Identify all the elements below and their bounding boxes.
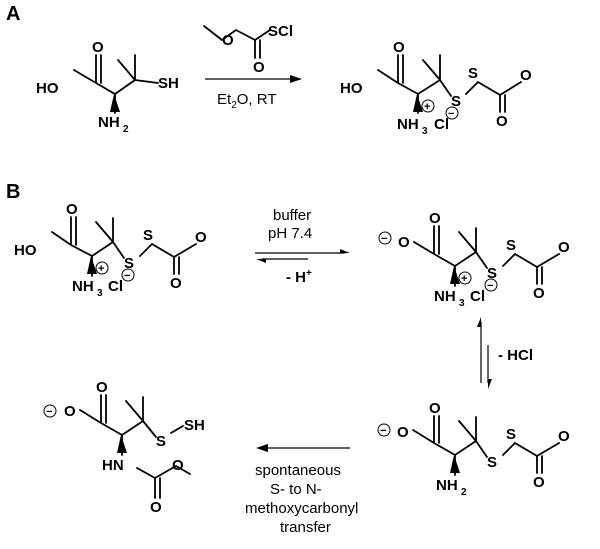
atom-s: S <box>506 426 516 443</box>
atom-s: S <box>468 65 478 82</box>
atom-s: S <box>124 255 134 272</box>
structure-b4: O − O S SH HN O O <box>43 379 205 516</box>
structure-b3: O − O S S O O NH 2 <box>377 400 570 498</box>
atom-nh3-sub: 3 <box>97 288 103 299</box>
atom-s: S <box>451 93 461 110</box>
svg-text:−: − <box>448 108 454 120</box>
atom-nh: NH <box>397 116 419 133</box>
atom-s: S <box>487 454 497 471</box>
atom-o: O <box>429 210 441 227</box>
atom-cl: Cl <box>108 278 123 295</box>
atom-scl: SCl <box>268 23 293 40</box>
condition-buffer: buffer <box>273 207 311 224</box>
atom-nh: NH <box>434 288 456 305</box>
atom-o: O <box>64 403 76 420</box>
minus-charge: − <box>484 278 498 292</box>
svg-text:−: − <box>46 406 52 418</box>
minus-charge: − <box>377 423 391 437</box>
atom-hn: HN <box>102 457 124 474</box>
atom-o: O <box>520 67 532 84</box>
atom-o: O <box>253 59 265 76</box>
atom-o: O <box>195 229 207 246</box>
svg-text:−: − <box>381 233 387 245</box>
condition-transfer: transfer <box>280 519 331 536</box>
atom-o: O <box>96 379 108 396</box>
condition-spontaneous: spontaneous <box>255 462 341 479</box>
atom-sh: SH <box>158 75 179 92</box>
atom-nh3-sub: 3 <box>459 298 465 309</box>
atom-o: O <box>533 474 545 491</box>
atom-cl: Cl <box>470 288 485 305</box>
atom-s: S <box>143 227 153 244</box>
atom-o: O <box>429 400 441 417</box>
atom-o: O <box>397 424 409 441</box>
atom-o: O <box>66 201 78 218</box>
atom-o: O <box>393 39 405 56</box>
condition-ph: pH 7.4 <box>268 225 312 242</box>
svg-text:−: − <box>124 270 130 282</box>
solvent-label: Et2O, RT <box>217 91 276 111</box>
atom-ho: HO <box>340 80 363 97</box>
plus-charge: + <box>421 99 435 113</box>
equilibrium-arrow-horizontal <box>255 249 350 263</box>
structure-b2: O − O S S O O NH 3 Cl + − <box>378 210 570 309</box>
minus-charge: − <box>378 231 392 245</box>
atom-o: O <box>222 32 234 49</box>
atom-nh2-sub: 2 <box>461 487 467 498</box>
atom-sh: SH <box>184 417 205 434</box>
condition-s-to-n: S- to N- <box>270 481 322 498</box>
atom-o: O <box>496 113 508 130</box>
svg-text:+: + <box>424 101 430 113</box>
atom-ho: HO <box>36 80 59 97</box>
svg-text:−: − <box>380 425 386 437</box>
atom-o: O <box>558 428 570 445</box>
atom-o: O <box>398 234 410 251</box>
atom-o: O <box>150 499 162 516</box>
atom-nh: NH <box>72 278 94 295</box>
condition-methoxycarbonyl: methoxycarbonyl <box>245 500 358 517</box>
atom-s: S <box>156 433 166 450</box>
minus-charge: − <box>121 268 135 282</box>
atom-nh: NH <box>98 114 120 131</box>
minus-charge: − <box>445 106 459 120</box>
atom-o: O <box>92 39 104 56</box>
atom-nh: NH <box>436 477 458 494</box>
condition-minus-hcl: - HCl <box>498 347 533 364</box>
condition-minus-h: - H+ <box>286 268 312 286</box>
atom-o: O <box>172 457 184 474</box>
atom-o: O <box>170 275 182 292</box>
svg-text:+: + <box>98 263 104 275</box>
svg-text:−: − <box>487 280 493 292</box>
atom-cl: Cl <box>434 116 449 133</box>
minus-charge: − <box>43 404 57 418</box>
atom-ho: HO <box>14 242 37 259</box>
panel-label-a: A <box>6 3 20 25</box>
forward-arrow-b <box>256 444 350 452</box>
penicillamine-structure: HO O SH NH 2 <box>36 39 179 135</box>
reagent-structure: O O SCl <box>203 23 293 76</box>
atom-o: O <box>558 239 570 256</box>
atom-s: S <box>506 237 516 254</box>
product-a-structure: HO O S S O O NH 3 Cl + − <box>340 39 532 137</box>
plus-charge: + <box>95 261 109 275</box>
atom-o: O <box>533 285 545 302</box>
atom-s: S <box>487 265 497 282</box>
forward-arrow-a <box>205 75 302 83</box>
structure-b1: HO O S S O O NH 3 Cl + − <box>14 201 207 299</box>
svg-text:+: + <box>461 273 467 285</box>
equilibrium-arrow-vertical <box>477 317 492 389</box>
panel-label-b: B <box>6 181 20 203</box>
plus-charge: + <box>458 271 472 285</box>
atom-nh2-sub: 2 <box>123 124 129 135</box>
atom-nh3-sub: 3 <box>422 126 428 137</box>
